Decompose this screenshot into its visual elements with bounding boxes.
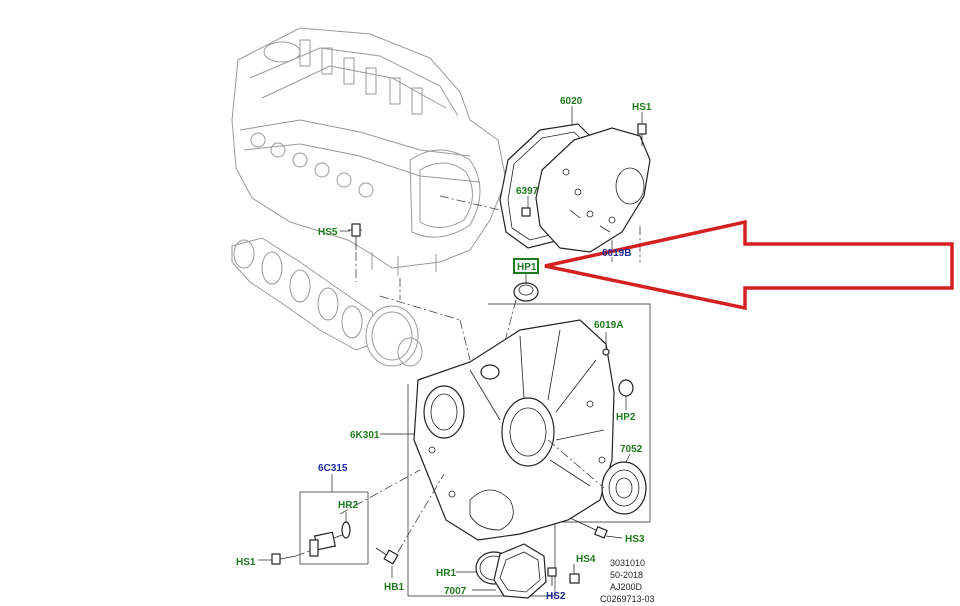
- callout-labels: 6020 HS1 6397 6019B HS5 HP1 6019A HP2 6K…: [236, 96, 652, 602]
- hs4-bolt: [569, 564, 580, 584]
- reference-line-2: 50-2018: [610, 570, 643, 580]
- callout-hs1-bottom: HS1: [236, 557, 256, 568]
- hp1-plug: [513, 274, 539, 302]
- callout-6020: 6020: [560, 96, 583, 107]
- callout-hr1: HR1: [436, 568, 456, 579]
- front-cover-6k301: [413, 319, 615, 541]
- callout-7007: 7007: [444, 586, 467, 597]
- oil-seal-7052: [601, 453, 647, 515]
- callout-6019b: 6019B: [602, 248, 631, 259]
- red-callout-arrow: [544, 219, 954, 311]
- hs5-bolt: [348, 223, 362, 250]
- callout-hs5: HS5: [318, 227, 338, 238]
- engine-block-outline: [231, 27, 507, 276]
- cover-7007: [493, 543, 547, 599]
- callout-hs3: HS3: [625, 534, 645, 545]
- callout-hs1-top: HS1: [632, 102, 652, 113]
- callout-hp2: HP2: [616, 412, 636, 423]
- sensor-subassembly-frame: [299, 491, 369, 565]
- callout-7052: 7052: [620, 444, 643, 455]
- callout-6c315: 6C315: [318, 463, 348, 474]
- fastener-6397: [521, 207, 531, 217]
- callout-hs4: HS4: [576, 554, 596, 565]
- hs1-bolt-bottom: [258, 549, 313, 565]
- hs2-bolt: [547, 567, 557, 586]
- hs3-bolt: [569, 517, 623, 539]
- callout-6019a: 6019A: [594, 320, 623, 331]
- reference-line-1: 3031010: [610, 558, 645, 568]
- callout-hb1: HB1: [384, 582, 404, 593]
- callout-6k301: 6K301: [350, 430, 380, 441]
- callout-6397: 6397: [516, 186, 539, 197]
- hb1-bolt: [375, 547, 399, 578]
- callout-hp1: HP1: [517, 262, 537, 273]
- callout-hr2: HR2: [338, 500, 358, 511]
- reference-line-3: AJ200D: [610, 582, 643, 592]
- reference-block: 3031010 50-2018 AJ200D C0269713-03: [600, 558, 655, 604]
- crankshaft-outline: [231, 237, 423, 367]
- oring-hr2: [341, 512, 351, 539]
- reference-line-4: C0269713-03: [600, 594, 655, 604]
- callout-hs2: HS2: [546, 591, 566, 602]
- cover-plate-6019b: [535, 127, 651, 253]
- hp1-highlight-box: [513, 258, 539, 274]
- hp2-plug: [618, 379, 634, 410]
